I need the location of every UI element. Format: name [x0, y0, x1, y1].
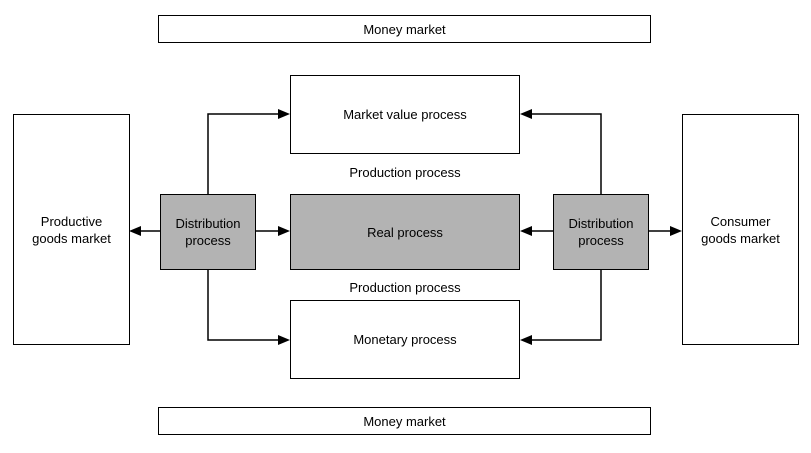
market-value-process-box: Market value process: [290, 75, 520, 154]
monetary-process-label: Monetary process: [353, 332, 457, 347]
production-process-top-label: Production process: [349, 165, 461, 180]
distribution-process-left-box: Distribution process: [160, 194, 256, 270]
productive-goods-market-box: Productive goods market: [13, 114, 130, 345]
distribution-process-left-label: Distribution process: [175, 216, 241, 248]
monetary-process-box: Monetary process: [290, 300, 520, 379]
money-market-top-box: Money market: [158, 15, 651, 43]
market-value-process-label: Market value process: [343, 107, 467, 122]
money-market-top-label: Money market: [363, 21, 446, 37]
production-process-bottom-label: Production process: [349, 280, 461, 295]
productive-goods-market-label: Productive goods market: [32, 213, 111, 246]
money-market-bottom-label: Money market: [363, 413, 446, 429]
money-market-bottom-box: Money market: [158, 407, 651, 435]
distribution-process-right-box: Distribution process: [553, 194, 649, 270]
real-process-label: Real process: [367, 224, 443, 240]
distribution-process-right-label: Distribution process: [568, 216, 634, 248]
consumer-goods-market-label: Consumer goods market: [701, 213, 780, 246]
consumer-goods-market-box: Consumer goods market: [682, 114, 799, 345]
real-process-box: Real process: [290, 194, 520, 270]
